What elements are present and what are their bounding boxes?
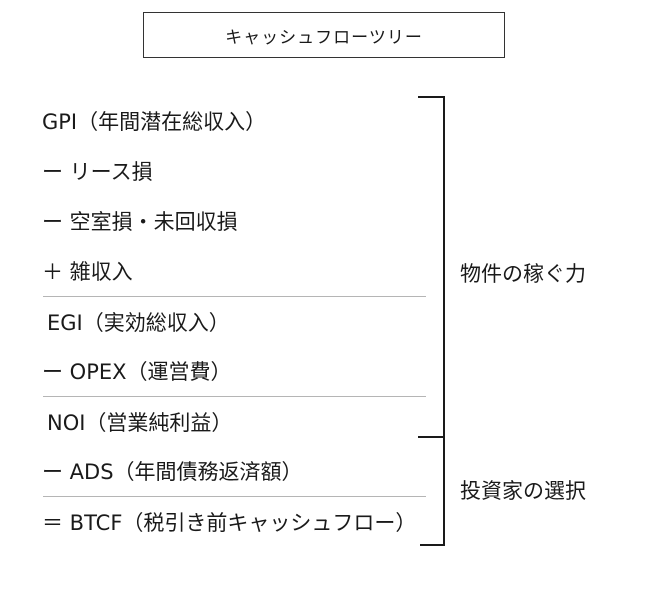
separator-line [43, 496, 426, 497]
row-noi: NOI（営業純利益） [47, 411, 233, 435]
diagram-title-box: キャッシュフローツリー [143, 12, 505, 58]
row-vacancy-loss: ー 空室損・未回収損 [42, 210, 238, 234]
bracket-investor-choice [420, 437, 445, 546]
row-lease-loss: ー リース損 [42, 160, 153, 184]
group-label-investor-choice: 投資家の選択 [460, 479, 586, 503]
row-misc-income: ＋ 雑収入 [42, 260, 133, 284]
separator-line [43, 396, 426, 397]
row-opex: ー OPEX（運営費） [42, 360, 232, 384]
row-ads: ー ADS（年間債務返済額） [42, 460, 303, 484]
bracket-earning-power [418, 96, 445, 438]
row-gpi: GPI（年間潜在総収入） [42, 110, 267, 134]
row-btcf: ＝ BTCF（税引き前キャッシュフロー） [42, 511, 417, 535]
row-egi: EGI（実効総収入） [47, 311, 230, 335]
group-label-earning-power: 物件の稼ぐ力 [460, 262, 586, 286]
separator-line [43, 296, 426, 297]
diagram-title: キャッシュフローツリー [225, 27, 423, 48]
